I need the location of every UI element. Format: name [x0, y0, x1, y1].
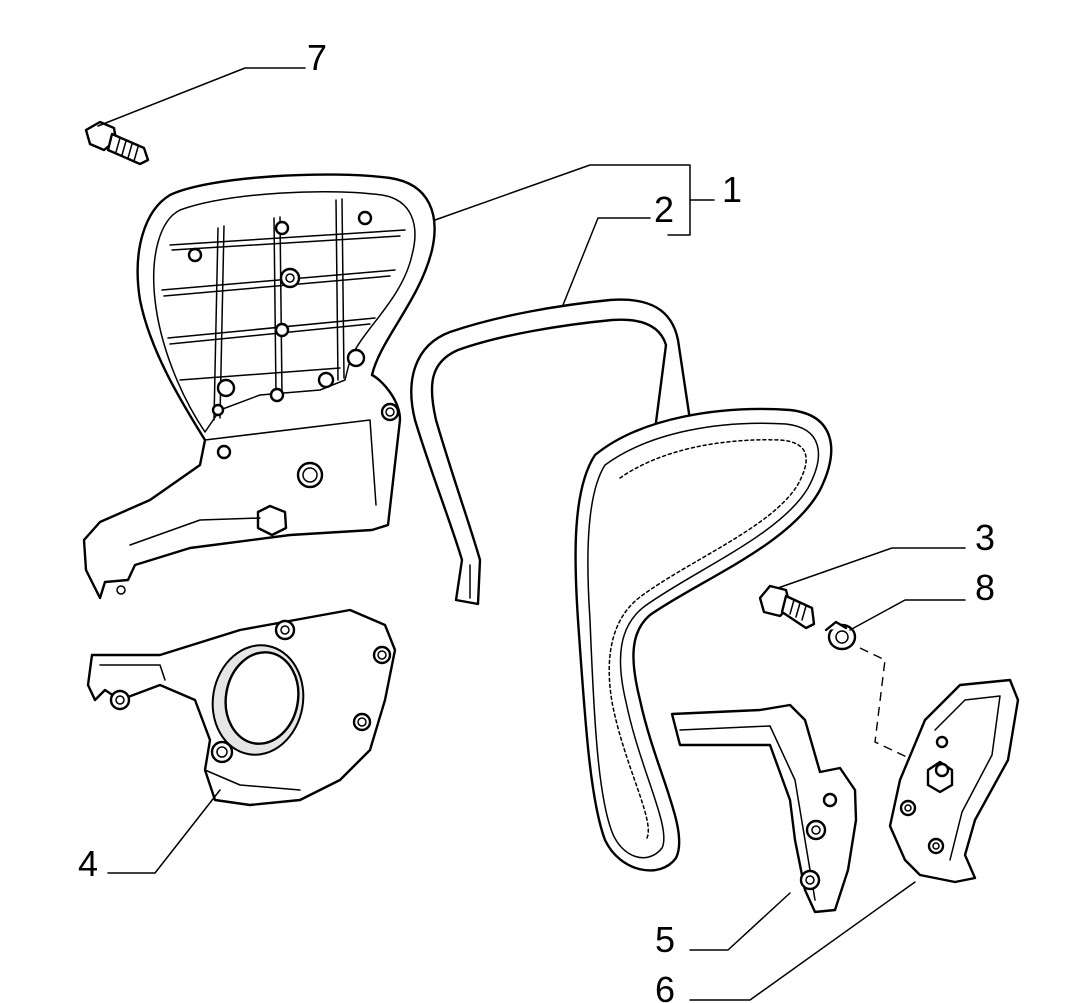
leader-1	[434, 164, 715, 236]
callout-2: 2	[654, 189, 674, 230]
part-8-spacer	[824, 620, 857, 651]
part-5-bracket	[670, 703, 858, 914]
part-6-tensioner-plate	[888, 678, 1020, 884]
leader-3	[777, 547, 966, 589]
callout-4: 4	[78, 843, 98, 884]
assembly-line-8-6	[859, 647, 931, 769]
callout-5: 5	[655, 919, 675, 960]
leader-8	[849, 599, 966, 631]
callout-1: 1	[722, 169, 742, 210]
leader-7	[97, 67, 306, 127]
part-7-bolt	[84, 120, 150, 166]
leader-2	[562, 217, 651, 306]
part-3-bolt	[758, 584, 816, 630]
callout-6: 6	[655, 969, 675, 1003]
leader-6	[689, 881, 916, 1001]
callout-8: 8	[975, 567, 995, 608]
part-4-lower-cover	[86, 608, 397, 807]
callout-3: 3	[975, 517, 995, 558]
part-1-upper-timing-cover	[82, 173, 436, 600]
leader-5	[689, 892, 791, 951]
leader-4	[107, 789, 221, 874]
timing-belt	[574, 407, 833, 872]
callout-7: 7	[307, 37, 327, 78]
